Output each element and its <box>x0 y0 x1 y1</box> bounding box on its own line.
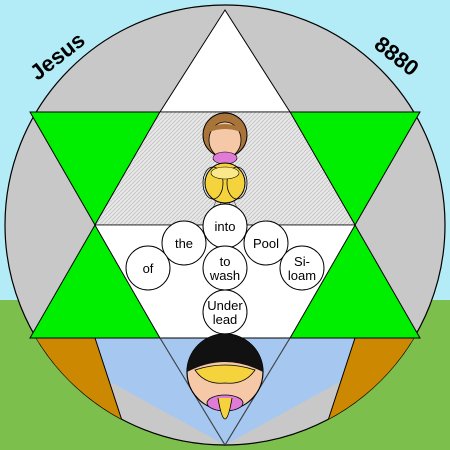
label-si: Si- <box>294 254 310 269</box>
circle-underlead: Under lead <box>202 289 248 335</box>
label-into: into <box>215 219 236 234</box>
circle-the: the <box>161 220 207 266</box>
label-wash: wash <box>209 268 240 283</box>
label-under: Under <box>207 298 243 313</box>
upper-face-figure <box>202 112 248 165</box>
label-lead: lead <box>213 312 238 327</box>
label-of: of <box>143 261 154 276</box>
circle-to-wash: to wash <box>202 245 248 291</box>
label-pool: Pool <box>253 236 279 251</box>
circle-pool: Pool <box>243 220 289 266</box>
circle-of: of <box>125 245 171 291</box>
lower-face-figure <box>186 333 264 420</box>
label-loam: loam <box>288 268 316 283</box>
label-to: to <box>220 254 231 269</box>
yellow-flower <box>202 162 248 204</box>
label-the: the <box>175 236 193 251</box>
circle-into: into <box>202 203 248 249</box>
circle-siloam: Si- loam <box>279 245 325 291</box>
